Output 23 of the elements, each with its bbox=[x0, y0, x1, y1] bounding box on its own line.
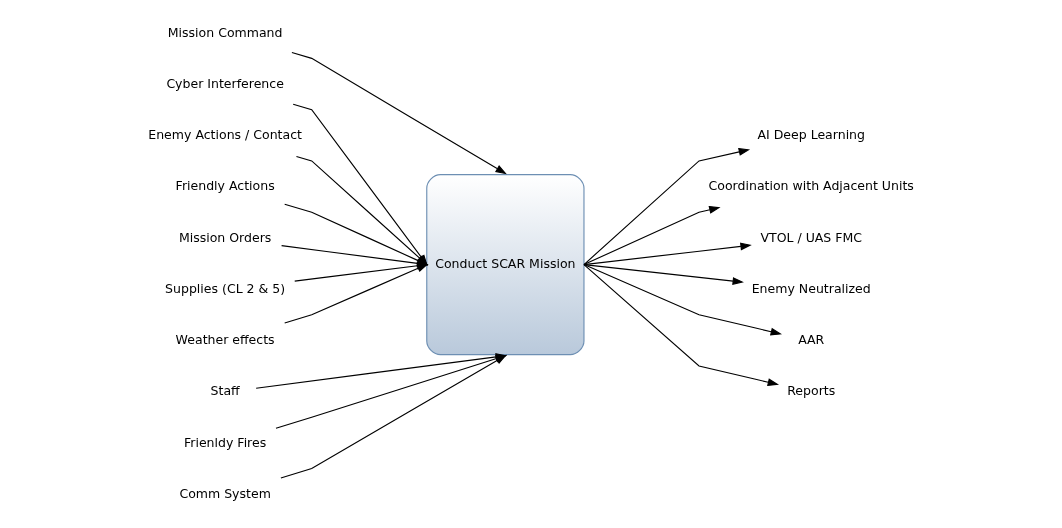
node-text: Enemy Actions / Contact bbox=[148, 127, 302, 143]
node-text: Cyber Interference bbox=[166, 75, 284, 91]
node-text: Mission Command bbox=[167, 24, 283, 40]
node-text: Reports bbox=[787, 383, 836, 399]
node-text: Comm System bbox=[179, 485, 271, 501]
node-text: Frienldy Fires bbox=[184, 434, 267, 450]
node-box: Conduct SCAR Mission bbox=[426, 174, 585, 356]
node-text: Staff bbox=[210, 383, 240, 399]
node-text: Weather effects bbox=[175, 332, 275, 348]
node-text: Mission Orders bbox=[178, 229, 272, 245]
node-text: AAR bbox=[798, 332, 825, 348]
arrow bbox=[583, 264, 782, 336]
arrow bbox=[583, 205, 721, 266]
arrow bbox=[583, 264, 780, 387]
arrow bbox=[583, 148, 751, 266]
node-text: Enemy Neutralized bbox=[751, 280, 871, 296]
node-text: Supplies (CL 2 & 5) bbox=[165, 280, 286, 296]
node-text: Coordination with Adjacent Units bbox=[708, 178, 914, 194]
node-text: VTOL / UAS FMC bbox=[760, 229, 863, 245]
arrow bbox=[583, 264, 744, 285]
node-text: Friendly Actions bbox=[175, 178, 275, 194]
node-text: AI Deep Learning bbox=[757, 127, 865, 143]
arrow bbox=[291, 52, 507, 175]
